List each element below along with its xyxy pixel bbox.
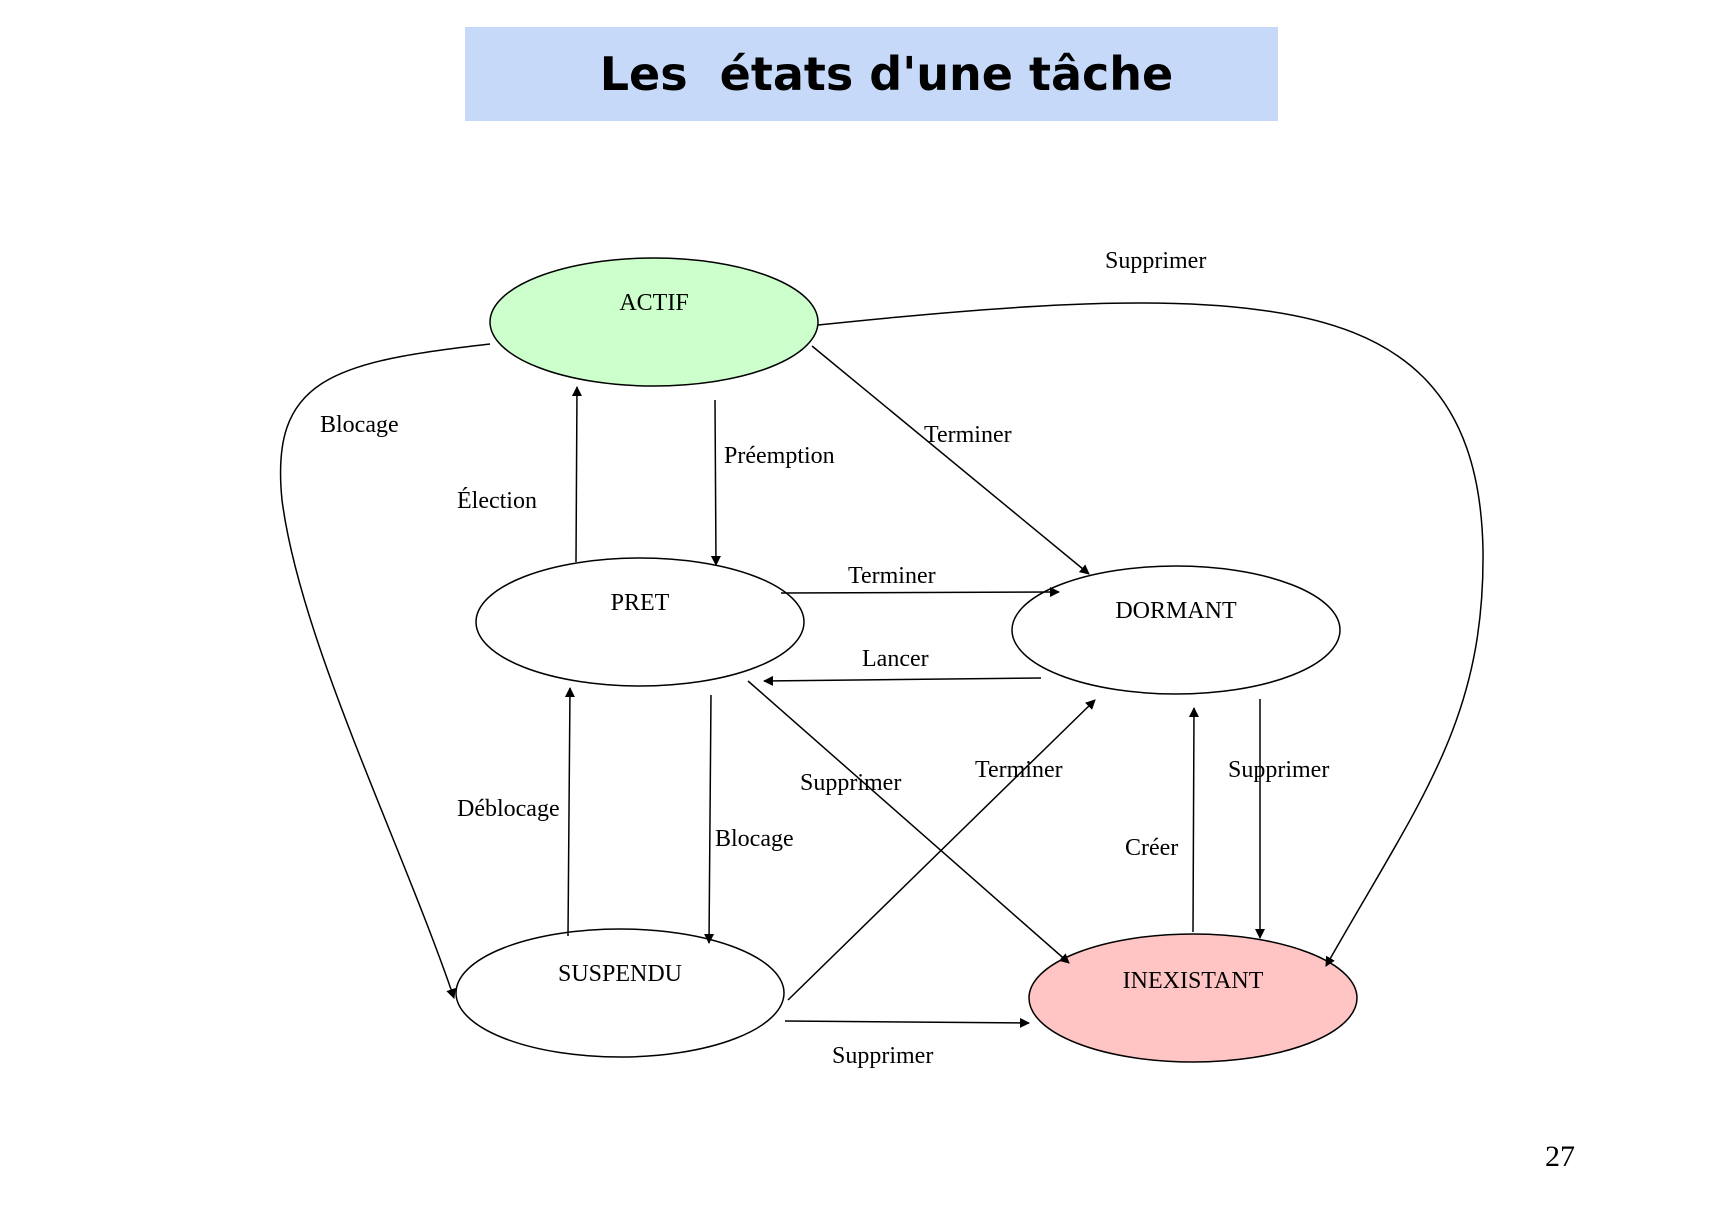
edge-label-blocage-pret: Blocage xyxy=(715,826,794,852)
edge-actif-dormant xyxy=(811,345,1090,575)
edge-label-blocage-actif: Blocage xyxy=(320,412,399,438)
edge-pret-actif xyxy=(571,386,582,563)
edge-suspendu-inexistant xyxy=(784,1017,1030,1028)
edge-label-preemption: Préemption xyxy=(724,443,835,469)
state-dormant: DORMANT xyxy=(1011,565,1341,695)
state-actif-shape xyxy=(489,257,819,387)
state-dormant-label: DORMANT xyxy=(1115,598,1237,624)
edge-pret-inexistant xyxy=(747,680,1070,964)
state-pret-shape xyxy=(475,557,805,687)
edge-label-election: Élection xyxy=(457,488,537,514)
title-banner: Les états d'une tâche xyxy=(465,27,1278,121)
edge-dormant-pret xyxy=(763,675,1042,686)
edge-label-supprimer-dormant: Supprimer xyxy=(1228,757,1329,783)
state-suspendu: SUSPENDU xyxy=(455,928,785,1058)
page-number: 27 xyxy=(1545,1140,1575,1173)
edge-label-lancer: Lancer xyxy=(862,646,929,672)
edge-label-terminer-actif: Terminer xyxy=(924,422,1012,448)
edge-actif-suspendu xyxy=(279,343,491,999)
edge-inexistant-dormant xyxy=(1188,707,1199,933)
state-actif-label: ACTIF xyxy=(619,290,688,316)
state-inexistant-shape xyxy=(1028,933,1358,1063)
state-inexistant: INEXISTANT xyxy=(1028,933,1358,1063)
edge-pret-suspendu xyxy=(704,694,715,944)
edge-actif-inexistant xyxy=(817,302,1484,967)
edge-suspendu-dormant xyxy=(787,699,1096,1001)
edge-label-supprimer-pret: Supprimer xyxy=(800,770,901,796)
state-actif: ACTIF xyxy=(489,257,819,387)
edge-pret-dormant xyxy=(780,587,1060,598)
state-dormant-shape xyxy=(1011,565,1341,695)
state-inexistant-label: INEXISTANT xyxy=(1123,968,1264,994)
state-pret: PRET xyxy=(475,557,805,687)
edge-label-supprimer-actif: Supprimer xyxy=(1105,248,1206,274)
state-pret-label: PRET xyxy=(611,590,670,616)
state-suspendu-label: SUSPENDU xyxy=(558,961,682,987)
edge-label-deblocage: Déblocage xyxy=(457,796,560,822)
edge-suspendu-pret xyxy=(564,687,575,937)
edge-label-terminer-suspendu: Terminer xyxy=(975,757,1063,783)
edge-label-terminer-pret: Terminer xyxy=(848,563,936,589)
edge-label-creer: Créer xyxy=(1125,835,1178,861)
edge-label-supprimer-suspendu: Supprimer xyxy=(832,1043,933,1069)
edge-actif-pret xyxy=(710,399,721,566)
slide-title: Les états d'une tâche xyxy=(599,47,1174,101)
state-suspendu-shape xyxy=(455,928,785,1058)
